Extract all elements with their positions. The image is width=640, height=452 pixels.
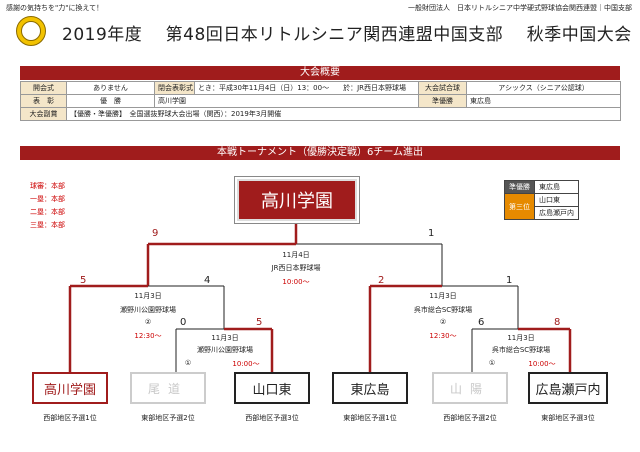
left-semi-score-right: 4 — [204, 275, 211, 286]
left-semi-venue: 瀬野川公園野球場 — [120, 306, 176, 314]
umpire-legend: 球審：本部 一塁：本部 二塁：本部 三塁：本部 — [30, 180, 65, 232]
champion-box: 高川学園 — [237, 179, 357, 221]
left-qf-date: 11月3日 — [211, 334, 239, 342]
final-score-right: 1 — [428, 228, 435, 239]
left-semi-score-left: 5 — [80, 275, 87, 286]
left-qf-number: ① — [184, 359, 192, 367]
right-qf-date: 11月3日 — [507, 334, 535, 342]
team-yamaguchi-higashi: 山口東 — [234, 372, 310, 404]
official-ball-label: 大会試合球 — [418, 81, 467, 95]
right-semi-venue: 呉市総合SC野球場 — [413, 306, 473, 314]
third-place-team-2: 広島瀬戸内 — [534, 206, 579, 220]
left-semi-date: 11月3日 — [134, 292, 162, 300]
right-qf-score-right: 8 — [554, 317, 561, 328]
seed-onomichi: 東部地区予選2位 — [141, 414, 195, 422]
umpire-first: 一塁：本部 — [30, 195, 65, 203]
final-time: 10:00～ — [282, 278, 310, 286]
right-qf-venue: 呉市総合SC野球場 — [491, 346, 551, 354]
third-place-rank: 第三位 — [504, 193, 535, 220]
team-sanyo: 山陽 — [432, 372, 508, 404]
right-semi-score-left: 2 — [378, 275, 385, 286]
final-score-left: 9 — [152, 228, 159, 239]
seed-sanyo: 西部地区予選2位 — [443, 414, 497, 422]
umpire-third: 三塁：本部 — [30, 221, 65, 229]
champion-frame — [234, 176, 360, 224]
umpire-home: 球審：本部 — [30, 182, 65, 190]
left-semi-number: ② — [144, 318, 152, 326]
team-takagawa: 高川学園 — [32, 372, 108, 404]
team-higashihiroshima: 東広島 — [332, 372, 408, 404]
tournament-section-header: 本戦トーナメント（優勝決定戦）6チーム進出 — [20, 146, 620, 160]
results-table: 準優勝 東広島 第三位 山口東 広島瀬戸内 — [504, 180, 579, 220]
closing-ceremony-label: 閉会表彰式 — [154, 81, 195, 95]
right-qf-score-left: 6 — [478, 317, 485, 328]
right-semi-number: ② — [439, 318, 447, 326]
seed-higashihiroshima: 東部地区予選1位 — [343, 414, 397, 422]
league-logo-icon — [16, 16, 46, 46]
right-semi-time: 12:30～ — [429, 332, 457, 340]
right-semi-date: 11月3日 — [429, 292, 457, 300]
extra-prize-value: 【優勝・準優勝】 全国選抜野球大会出場（関西）：2019年3月開催 — [66, 107, 621, 121]
left-qf-score-left: 0 — [180, 317, 187, 328]
award-label: 表 彰 — [20, 94, 67, 108]
left-qf-venue: 瀬野川公園野球場 — [197, 346, 253, 354]
page-title: 2019年度 第48回日本リトルシニア関西連盟中国支部 秋季中国大会 — [62, 25, 632, 45]
left-semi-time: 12:30～ — [134, 332, 162, 340]
seed-yamaguchi-higashi: 西部地区予選3位 — [245, 414, 299, 422]
runner-up-rank: 準優勝 — [504, 180, 535, 194]
slogan: 感謝の気持ちを"力"に換えて！ — [6, 4, 104, 12]
right-qf-number: ① — [488, 359, 496, 367]
left-qf-time: 10:00～ — [232, 360, 260, 368]
team-onomichi: 尾道 — [130, 372, 206, 404]
organization-name: 一般財団法人 日本リトルシニア中学硬式野球協会関西連盟｜中国支部 — [408, 4, 632, 12]
umpire-second: 二塁：本部 — [30, 208, 65, 216]
left-qf-score-right: 5 — [256, 317, 263, 328]
seed-takagawa: 西部地区予選1位 — [43, 414, 97, 422]
team-hiroshima-setouchi: 広島瀬戸内 — [528, 372, 608, 404]
final-venue: JR西日本野球場 — [271, 264, 321, 272]
final-date: 11月4日 — [282, 251, 310, 259]
seed-hiroshima-setouchi: 東部地区予選3位 — [541, 414, 595, 422]
right-semi-score-right: 1 — [506, 275, 513, 286]
right-qf-time: 10:00～ — [528, 360, 556, 368]
extra-prize-label: 大会副賞 — [20, 107, 67, 121]
info-section-header: 大会概要 — [20, 66, 620, 80]
third-place-team-1: 山口東 — [534, 193, 579, 207]
runner-up-label: 準優勝 — [418, 94, 467, 108]
info-table: 開会式 ありません 閉会表彰式 とき：平成30年11月4日（日）13：00～ 於… — [20, 81, 621, 121]
